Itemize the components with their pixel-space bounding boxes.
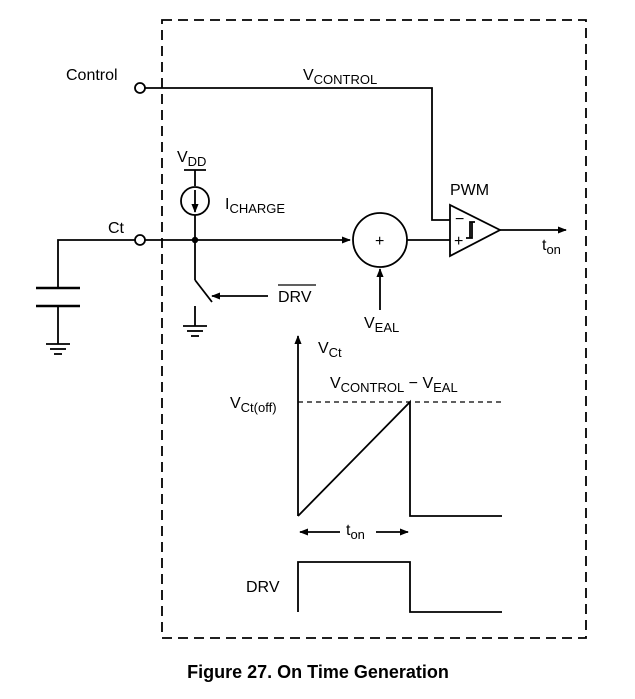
threshold-label: VCONTROL − VEAL (330, 375, 458, 395)
ton-dimension-label: ton (346, 522, 365, 542)
ct-external-wire (57, 239, 135, 288)
ic-boundary (161, 19, 587, 639)
summing-plus: + (375, 233, 384, 250)
switch-ground-icon (183, 325, 207, 337)
ton-output-label: ton (542, 237, 561, 257)
control-pin-label: Control (66, 67, 118, 84)
vctoff-label: VCt(off) (230, 395, 277, 415)
capacitor-ground-icon (46, 343, 70, 355)
comparator-minus: − (455, 211, 464, 228)
vcontrol-wire (145, 87, 450, 221)
vdd-label: VDD (177, 149, 206, 169)
pwm-comparator (449, 203, 502, 258)
drv-bar-label: DRV (278, 289, 312, 306)
comparator-plus: + (454, 233, 463, 250)
icharge-label: ICHARGE (225, 196, 285, 216)
vct-ramp-waveform (297, 399, 502, 517)
ct-pin-label: Ct (108, 220, 125, 237)
vcontrol-label: VCONTROL (303, 67, 377, 87)
hysteresis-icon (466, 221, 475, 239)
figure-caption: Figure 27. On Time Generation (187, 662, 449, 682)
pwm-label: PWM (450, 182, 489, 199)
drv-waveform-label: DRV (246, 579, 280, 596)
ct-pin (134, 234, 146, 246)
vct-axis-label: VCt (318, 340, 342, 360)
veal-label: VEAL (364, 315, 399, 335)
control-pin (134, 82, 146, 94)
drv-waveform (297, 561, 502, 613)
discharge-switch (194, 279, 213, 303)
